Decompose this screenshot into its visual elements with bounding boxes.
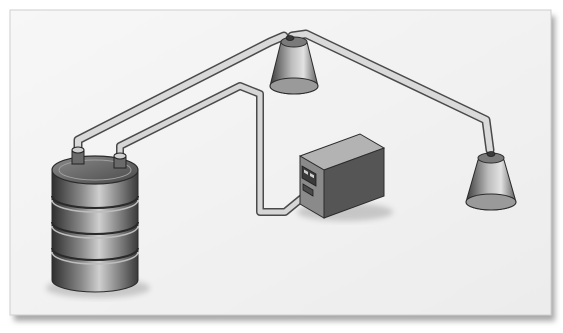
funnel-right-rim [466, 194, 516, 210]
funnel-left-rim [270, 78, 318, 94]
funnel-left-nozzle [286, 36, 294, 41]
funnel-right-nozzle [487, 152, 495, 157]
drum-port-right [114, 153, 126, 168]
drum [52, 147, 138, 292]
drum-port-left [72, 147, 84, 164]
